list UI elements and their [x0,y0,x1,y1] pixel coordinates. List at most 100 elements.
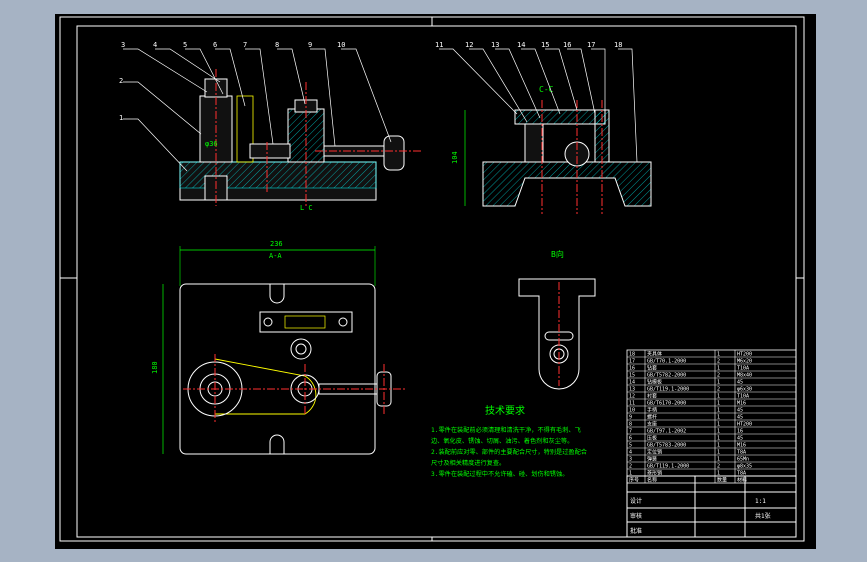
bom-cell: 1 [717,394,720,400]
bom-cell: 13 [629,387,635,393]
bom-cell: 压板 [647,435,657,442]
bom-cell: 菱形销 [647,470,662,477]
cad-viewport[interactable]: φ36 L C 1 2 3 4 5 6 7 8 9 10 10 [55,14,816,549]
balloon-1: 1 [119,114,123,122]
bom-cell: 12 [629,394,635,400]
technical-requirements: 技术要求 1.零件在装配前必须清理和清洗干净，不得有毛刺、飞 边、氧化皮、锈蚀、… [431,404,587,478]
tech-line-5: 3.零件在装配过程中不允许磕、碰、划伤和锈蚀。 [431,470,568,478]
bom-cell: 2 [717,464,720,470]
bom-cell: 7 [629,429,632,435]
assembly-drawing: φ36 L C 1 2 3 4 5 6 7 8 9 10 10 [59,16,805,542]
bom-cell: HT200 [737,422,752,428]
bom-cell: 8 [629,422,632,428]
tech-title: 技术要求 [485,404,525,417]
tech-line-3: 2.装配前应对零、部件的主要配合尺寸，特别是过盈配合 [431,448,587,456]
bom-cell: 1 [717,415,720,421]
tb-sheet: 共1张 [755,512,771,520]
section-cc-view: 104 C-C [451,85,652,214]
drill-plate-cc [514,109,606,125]
bom-cell: 16 [629,366,635,372]
sheet-border-inner [76,25,797,538]
bom-cell: M16 [737,443,746,449]
bom-cell: 17 [629,359,635,365]
balloon-15: 15 [541,41,549,49]
bom-cell: 1 [717,366,720,372]
bom-cell: HT200 [737,352,752,358]
cc-balloons: 11 12 13 14 15 16 17 18 [435,41,622,49]
bom-cell: 钻套 [647,365,657,372]
post-left-cc [524,123,544,163]
bom-cell: 10 [629,408,635,414]
bom-cell: 15 [629,373,635,379]
tb-check: 审核 [630,512,642,520]
bom-cell: 1 [717,408,720,414]
tb-design: 设计 [630,497,642,505]
bom-header-cell: 序号 [629,477,639,484]
bom-cell: GB/T119.1-2000 [647,464,689,470]
front-view: φ36 L C [179,69,423,212]
bom-frame [626,349,797,484]
cc-leaders [439,48,638,163]
dim-bore: φ36 [205,140,218,148]
bom-cell: 1 [717,380,720,386]
bom-cell: 18 [629,352,635,358]
label-lc: L C [300,204,313,212]
bom-cell: 45 [737,408,743,414]
bom-cell: 夹具体 [647,351,662,358]
balloon-10: 10 [337,41,345,49]
tb-scale: 1:1 [755,498,766,505]
bom-header-cell: 数量 [717,477,727,484]
bom-cell: 1 [717,352,720,358]
bom-header-cell: 材料 [737,477,747,484]
clamp-arm [214,358,317,415]
bom-cell: 4 [629,450,632,456]
bom-cell: 3 [629,457,632,463]
balloon-5: 5 [183,41,187,49]
bom-cell: 1 [717,457,720,463]
bom-cell: 螺杆 [647,414,657,421]
bom-cell: T8A [737,450,746,456]
bom-cell: 1 [717,436,720,442]
bom-cell: 45 [737,380,743,386]
balloon-4: 4 [153,41,157,49]
balloon-16: 16 [563,41,571,49]
bom-cell: 1 [717,401,720,407]
drill-plate-plan [259,311,353,333]
bom-cell: 支座 [647,421,657,428]
label-section-cc: C-C [539,85,554,94]
bracket-slot-b [544,331,574,341]
balloon-3: 3 [121,41,125,49]
bom-cell: GB/T97.1-2002 [647,429,686,435]
bom-cell: 1 [717,471,720,477]
bom-cell: 6 [629,436,632,442]
bom-cell: 定位销 [647,449,662,456]
title-block: 设计 审核 批准 1:1 共1张 [626,475,797,538]
bom-cell: M6x20 [737,359,752,365]
bom-cell: GB/T5782-2000 [647,373,686,379]
balloon-12: 12 [465,41,473,49]
bom-cell: 2 [717,387,720,393]
bom-cell: 钻模板 [647,379,662,386]
bom-cell: φ6x30 [737,387,752,393]
bom-cell: 1 [629,471,632,477]
bom-cell: 11 [629,401,635,407]
bom-cell: T10A [737,394,749,400]
label-view-b: B向 [551,249,564,259]
bom-cell: 45 [737,436,743,442]
bom-cell: 5 [629,443,632,449]
spring-column [236,95,254,163]
bom-cell: 9 [629,415,632,421]
label-section-aa: A-A [269,252,282,260]
bom-cell: φ8x35 [737,464,752,470]
bom-cell: 1 [717,422,720,428]
bom-cell: 2 [717,359,720,365]
bom-cell: 16 [737,429,743,435]
balloon-17: 17 [587,41,595,49]
bom-cell: T8A [737,471,746,477]
dim-width: 236 [270,240,283,248]
base-plate-plan [179,283,376,455]
bom-cell: 1 [717,443,720,449]
fixture-body-cc [482,161,652,207]
bom-cell: 衬套 [647,393,657,400]
bom-cell: 65Mn [737,457,749,463]
